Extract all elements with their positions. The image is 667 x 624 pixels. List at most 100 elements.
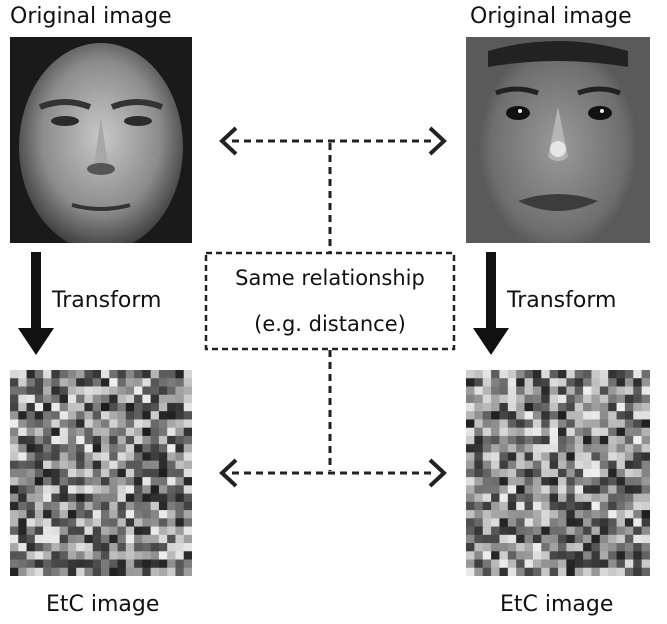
mosaic-block — [574, 485, 584, 495]
mosaic-block — [76, 543, 85, 552]
mosaic-block — [10, 501, 19, 511]
mosaic-block — [76, 435, 85, 445]
transform-label-right: Transform — [507, 288, 617, 313]
mosaic-block — [167, 427, 176, 437]
mosaic-block — [591, 370, 601, 379]
mosaic-block — [549, 378, 559, 387]
mosaic-block — [599, 485, 609, 495]
mosaic-block — [76, 567, 85, 577]
mosaic-block — [43, 493, 52, 503]
mosaic-block — [507, 386, 517, 396]
mosaic-block — [574, 411, 584, 420]
mosaic-block — [150, 435, 160, 445]
mosaic-block — [175, 477, 185, 486]
mosaic-block — [499, 435, 509, 445]
mosaic-block — [507, 477, 517, 486]
mosaic-block — [76, 444, 85, 453]
mosaic-block — [175, 411, 185, 420]
mosaic-block — [142, 386, 152, 396]
mosaic-block — [591, 460, 601, 470]
mosaic-block — [142, 526, 152, 536]
mosaic-block — [549, 427, 559, 437]
mosaic-block — [26, 493, 36, 503]
transform-arrow-left — [18, 252, 54, 355]
mosaic-block — [524, 419, 534, 429]
mosaic-block — [599, 402, 609, 412]
mosaic-block — [549, 518, 559, 528]
mosaic-block — [616, 435, 626, 445]
mosaic-block — [532, 394, 542, 404]
mosaic-block — [616, 460, 626, 470]
mosaic-block — [117, 444, 127, 453]
mosaic-block — [10, 468, 19, 478]
mosaic-block — [18, 551, 28, 561]
mosaic-block — [616, 551, 626, 561]
mosaic-block — [59, 477, 69, 486]
mosaic-block — [51, 411, 61, 420]
mosaic-block — [633, 501, 643, 511]
mosaic-block — [175, 402, 185, 412]
mosaic-block — [175, 559, 185, 569]
mosaic-block — [67, 452, 77, 462]
mosaic-block — [34, 501, 44, 511]
mosaic-block — [158, 493, 168, 503]
mosaic-block — [616, 394, 626, 404]
mosaic-block — [633, 427, 643, 437]
mosaic-block — [51, 452, 61, 462]
mosaic-block — [566, 543, 576, 552]
mosaic-block — [499, 543, 509, 552]
mosaic-block — [599, 419, 609, 429]
mosaic-block — [549, 526, 559, 536]
mosaic-block — [67, 468, 77, 478]
mosaic-block — [541, 501, 551, 511]
mosaic-block — [566, 402, 576, 412]
mosaic-block — [158, 477, 168, 486]
mosaic-block — [566, 477, 576, 486]
mosaic-block — [574, 460, 584, 470]
mosaic-block — [51, 427, 61, 437]
mosaic-block — [574, 501, 584, 511]
mosaic-block — [134, 559, 143, 569]
mosaic-block — [101, 567, 110, 577]
mosaic-block — [641, 452, 651, 462]
mosaic-block — [558, 526, 567, 536]
mosaic-block — [183, 477, 193, 486]
mosaic-block — [101, 501, 110, 511]
mosaic-block — [26, 427, 36, 437]
mosaic-block — [482, 444, 492, 453]
mosaic-block — [549, 386, 559, 396]
mosaic-block — [566, 493, 576, 503]
mosaic-block — [507, 435, 517, 445]
mosaic-block — [84, 378, 94, 387]
mosaic-block — [59, 411, 69, 420]
mosaic-block — [558, 501, 567, 511]
face-photo-right-icon — [466, 37, 650, 243]
mosaic-block — [18, 493, 28, 503]
mosaic-block — [59, 419, 69, 429]
mosaic-block — [150, 402, 160, 412]
mosaic-block — [26, 468, 36, 478]
mosaic-block — [76, 402, 85, 412]
mosaic-block — [524, 567, 534, 577]
mosaic-block — [574, 468, 584, 478]
mosaic-block — [491, 477, 500, 486]
mosaic-block — [624, 534, 634, 544]
mosaic-block — [633, 518, 643, 528]
mosaic-block — [175, 493, 185, 503]
mosaic-block — [84, 551, 94, 561]
mosaic-block — [532, 534, 542, 544]
mosaic-block — [591, 559, 601, 569]
mosaic-block — [591, 526, 601, 536]
mosaic-block — [491, 518, 500, 528]
mosaic-block — [524, 460, 534, 470]
mosaic-block — [541, 468, 551, 478]
mosaic-block — [474, 567, 484, 577]
mosaic-block — [524, 518, 534, 528]
mosaic-block — [43, 526, 52, 536]
mosaic-block — [51, 386, 61, 396]
mosaic-block — [624, 370, 634, 379]
mosaic-block — [142, 427, 152, 437]
mosaic-block — [26, 419, 36, 429]
mosaic-block — [507, 518, 517, 528]
mosaic-block — [474, 460, 484, 470]
